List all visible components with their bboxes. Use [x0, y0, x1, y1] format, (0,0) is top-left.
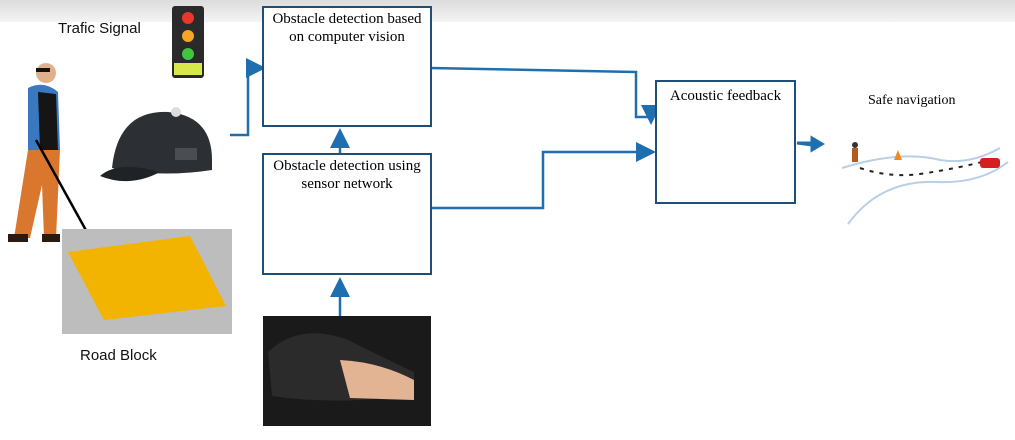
- traffic-light-icon: [172, 6, 204, 78]
- arrow-to-safe-navigation: [796, 135, 825, 153]
- safe-navigation-label: Safe navigation: [868, 93, 956, 108]
- arrow-sensor-to-acoustic: [430, 142, 656, 210]
- sensor-detection-box: Obstacle detection using sensor network: [262, 153, 432, 275]
- acoustic-feedback-box: Acoustic feedback: [655, 80, 796, 204]
- cv-title-line-1: Obstacle detection based: [272, 11, 422, 27]
- tactile-paving-image: [62, 229, 232, 334]
- sensor-cap-image: [94, 96, 230, 196]
- arrow-cap-to-cv: [230, 58, 266, 137]
- acoustic-title: Acoustic feedback: [669, 88, 782, 104]
- arrow-cv-to-acoustic: [429, 66, 661, 125]
- road-block-label: Road Block: [80, 347, 157, 364]
- safe-navigation-sketch: [841, 142, 1009, 225]
- top-bar: [0, 0, 1015, 22]
- sensor-shoe-image: [263, 316, 431, 426]
- sensor-title-line-2: sensor network: [301, 176, 393, 192]
- cv-detection-box: Obstacle detection based on computer vis…: [262, 6, 432, 127]
- traffic-signal-label: Trafic Signal: [58, 20, 141, 37]
- cv-title-line-2: on computer vision: [289, 29, 405, 45]
- sensor-title-line-1: Obstacle detection using: [273, 158, 421, 174]
- blind-person-figure: [8, 63, 100, 253]
